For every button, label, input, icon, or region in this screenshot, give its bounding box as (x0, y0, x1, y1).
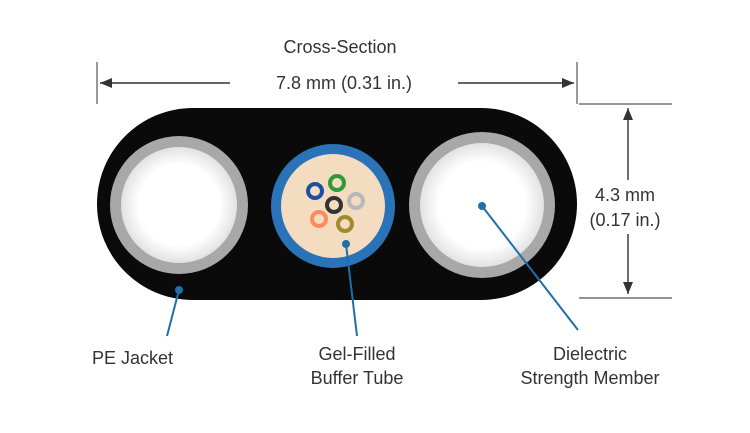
leader-pe-jacket (166, 289, 180, 337)
height-arrowhead-bottom (623, 282, 633, 294)
leader-buffer-tube-dot (342, 240, 350, 248)
height-dimension-metric: 4.3 mm (594, 185, 655, 205)
leader-buffer-tube (345, 243, 358, 337)
width-dimension-label: 7.8 mm (0.31 in.) (230, 72, 458, 94)
leader-strength-member-dot (478, 202, 486, 210)
fiber-orange (310, 210, 328, 228)
height-dimension-imperial: (0.17 in.) (589, 210, 661, 230)
fiber-gray (347, 192, 365, 210)
strength-member-label-line1: Dielectric (552, 344, 627, 364)
leader-pe-jacket-dot (175, 286, 183, 294)
fiber-blue (306, 182, 324, 200)
buffer-tube-label-line1: Gel-Filled (318, 344, 396, 364)
leader-strength-member (481, 205, 579, 331)
width-arrowhead-right (562, 78, 574, 88)
fiber-olive (336, 215, 354, 233)
width-arrowhead-left (100, 78, 112, 88)
pe-jacket-label: PE Jacket (92, 348, 174, 368)
strength-member-label-line2: Strength Member (520, 368, 660, 388)
strength-member-left-core (121, 147, 237, 263)
fiber-black (325, 196, 343, 214)
diagram-title: Cross-Section (283, 37, 397, 57)
buffer-tube-label-line2: Buffer Tube (310, 368, 404, 388)
height-arrowhead-top (623, 108, 633, 120)
fiber-green (328, 174, 346, 192)
buffer-tube-gel (281, 154, 385, 258)
